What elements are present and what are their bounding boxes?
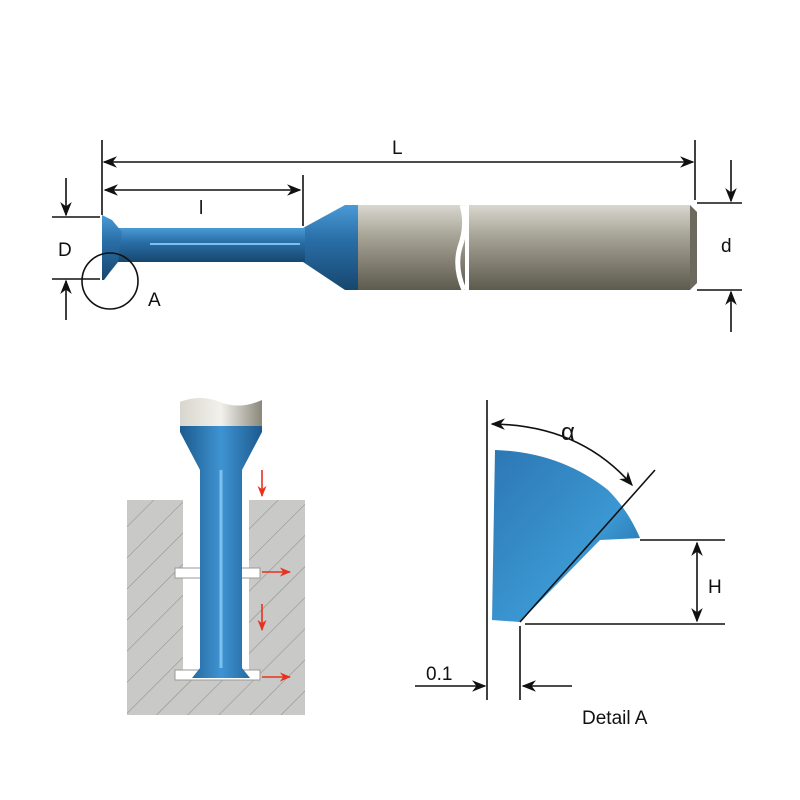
tool-shank-top (180, 398, 262, 428)
label-D: D (58, 240, 72, 261)
workpiece-section (127, 398, 305, 715)
end-mill-side-view (102, 204, 697, 291)
detail-a-view: α H 0.1 Detail A (415, 400, 725, 729)
label-detail-a: Detail A (582, 708, 648, 729)
label-l: l (199, 198, 203, 219)
detail-circle (81, 252, 139, 310)
break-mark (455, 204, 468, 291)
label-A: A (148, 290, 161, 311)
label-d: d (721, 236, 732, 257)
label-alpha: α (561, 419, 575, 446)
shank-chamfer (690, 205, 697, 290)
dimensions-top: L l D A d (52, 138, 742, 332)
cutting-edge-profile (492, 450, 640, 622)
shank-left (355, 205, 465, 290)
angle-line (519, 469, 656, 623)
label-offset: 0.1 (426, 664, 452, 685)
tool-tip (102, 215, 122, 280)
angle-arc (490, 418, 633, 487)
label-L: L (392, 138, 403, 159)
tool-taper (303, 205, 358, 290)
shank-right (469, 205, 690, 290)
label-H: H (708, 577, 722, 598)
